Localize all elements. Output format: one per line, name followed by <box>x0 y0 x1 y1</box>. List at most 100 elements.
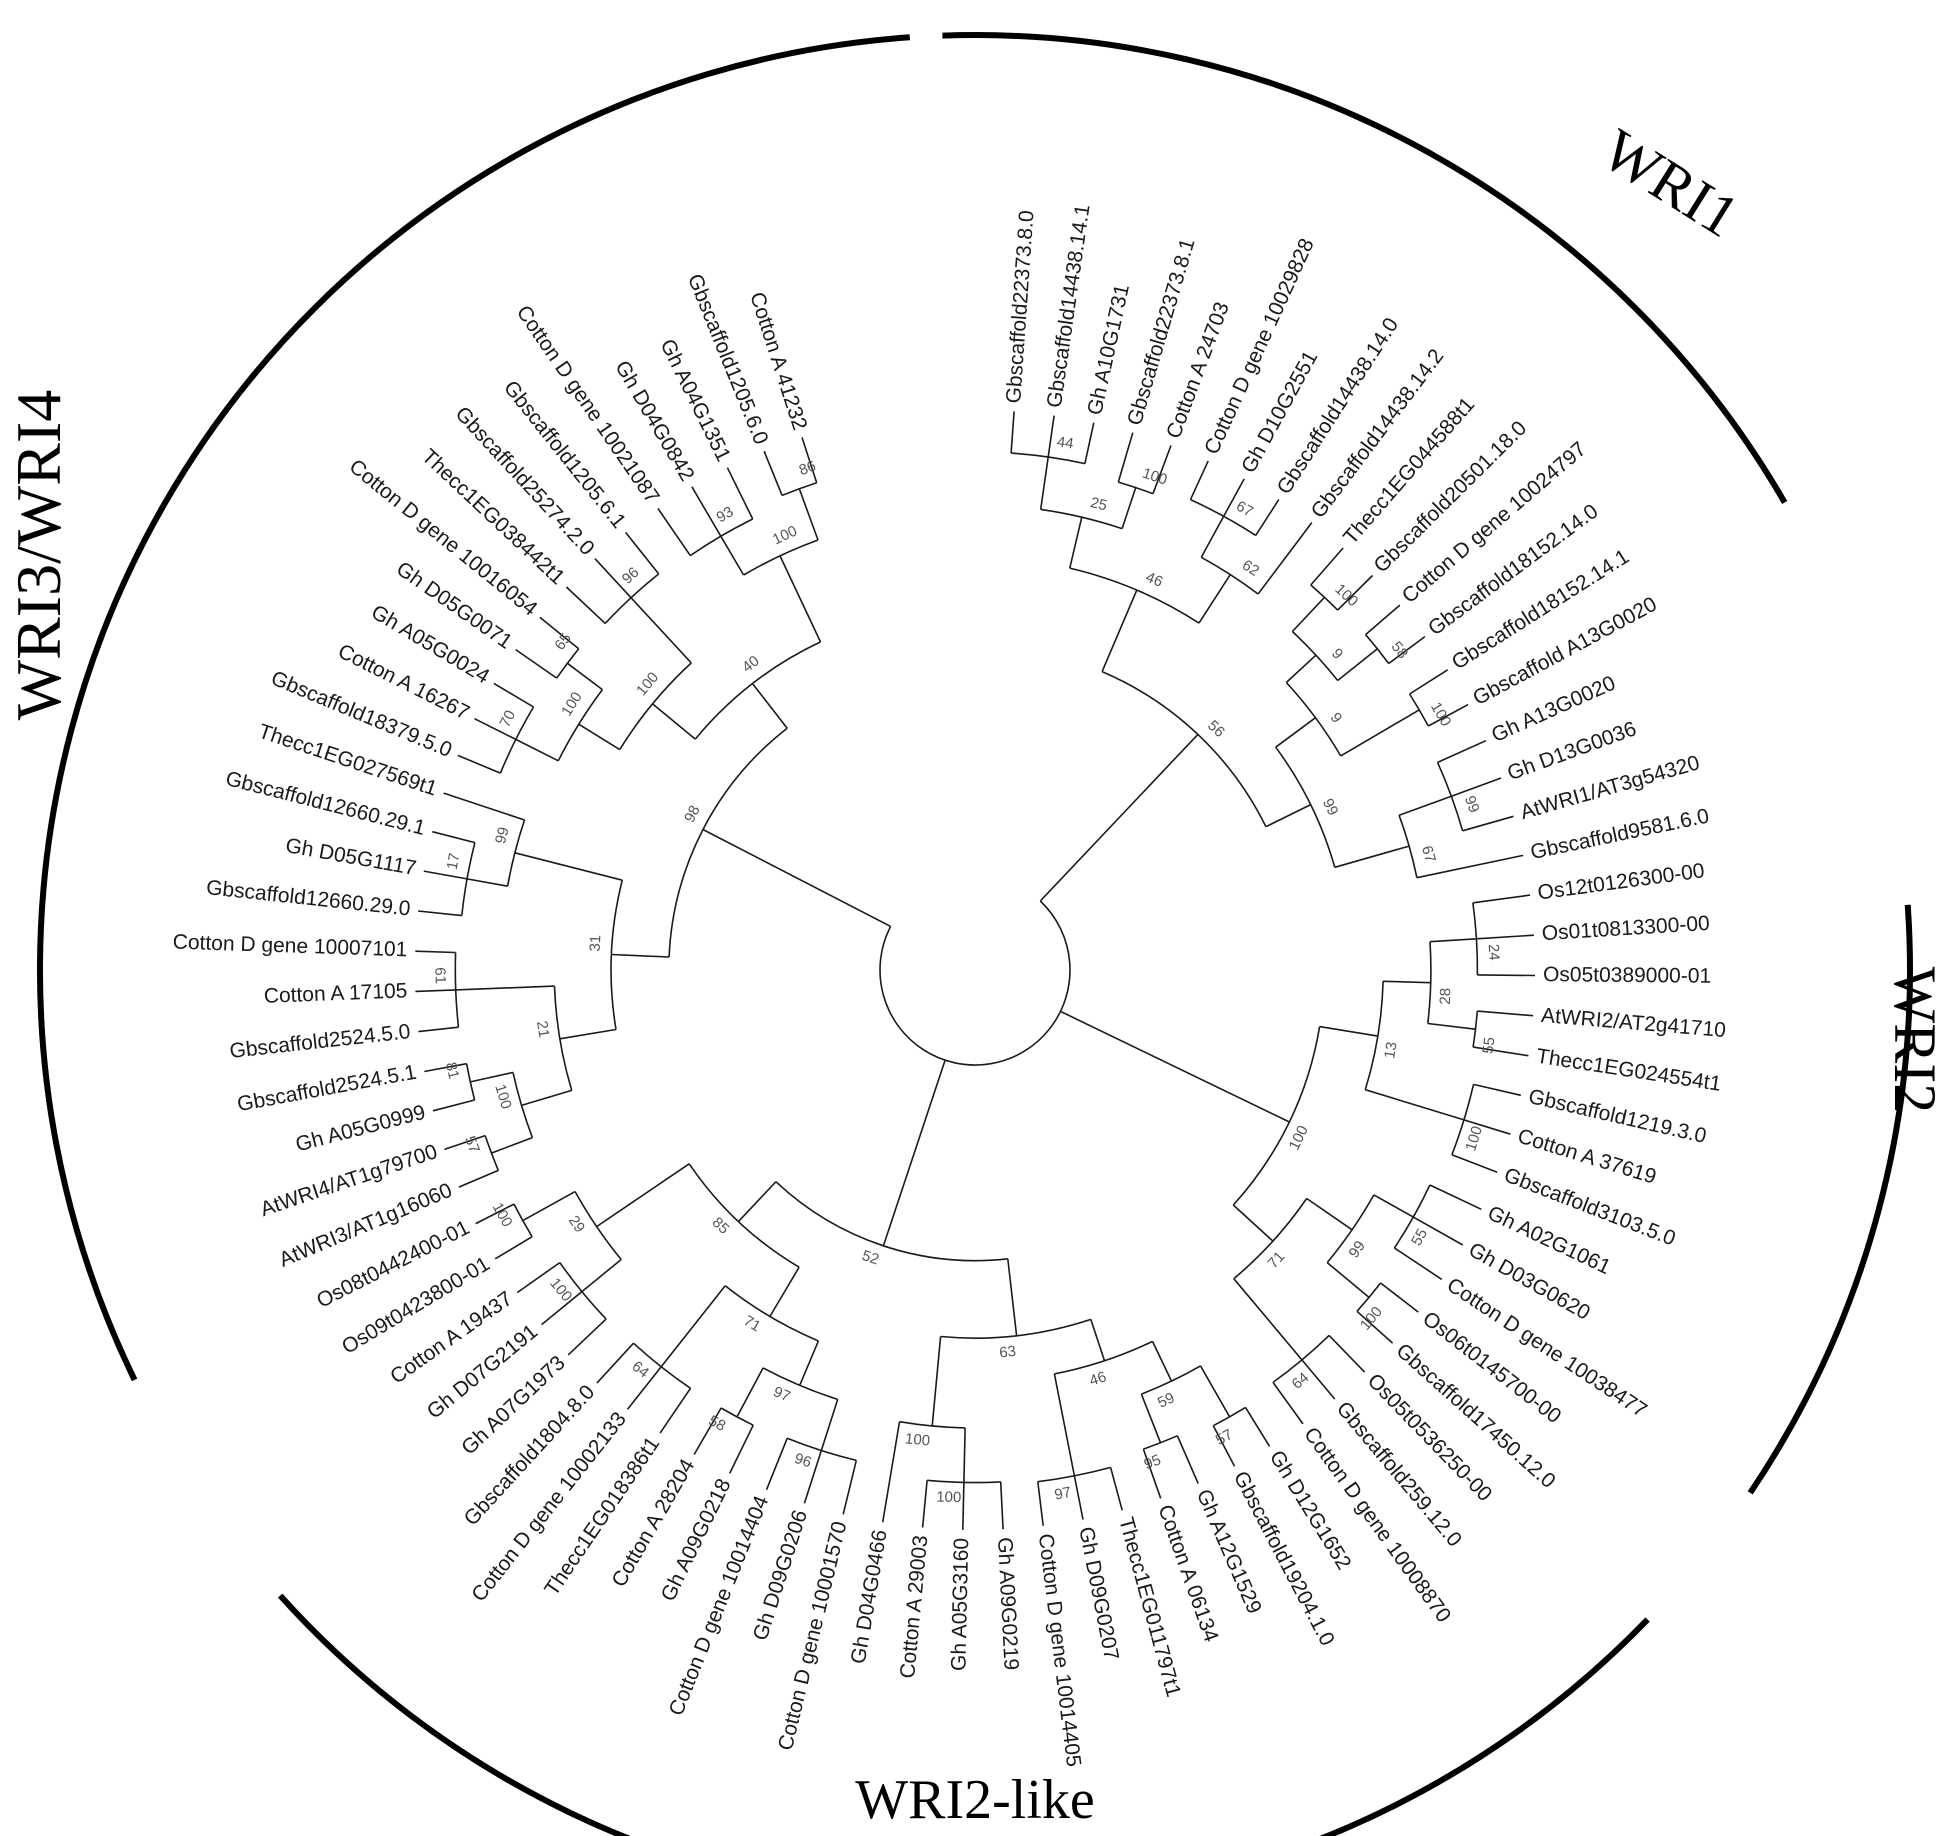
branch <box>1374 1195 1413 1217</box>
branch <box>1234 1279 1302 1360</box>
branch <box>883 1060 945 1246</box>
branch-arc <box>1118 482 1153 494</box>
branch-arc <box>557 649 579 678</box>
branch <box>1474 1084 1521 1095</box>
bootstrap-value: 59 <box>1155 1389 1177 1412</box>
branch <box>1329 1335 1365 1372</box>
bootstrap-value: 97 <box>771 1383 793 1405</box>
branch <box>1246 1407 1270 1446</box>
branch <box>1102 590 1137 672</box>
branch <box>1307 1199 1352 1230</box>
branch <box>1430 1185 1481 1209</box>
branch <box>516 739 559 760</box>
leaf-labels: Gbscaffold22373.8.0Gbscaffold14438.14.1G… <box>172 203 1726 1768</box>
bootstrap-value: 61 <box>431 967 449 984</box>
branch <box>424 871 467 879</box>
branch <box>1452 1155 1497 1173</box>
leaf-label: Gbscaffold14438.14.1 <box>1043 203 1095 409</box>
branch <box>1320 1027 1378 1037</box>
branch <box>522 1090 572 1105</box>
branch <box>1111 1467 1123 1510</box>
bootstrap-value: 97 <box>1053 1484 1073 1504</box>
branch <box>418 911 462 916</box>
branch <box>1341 710 1420 756</box>
branch <box>415 990 455 992</box>
bootstrap-value: 29 <box>565 1213 588 1236</box>
branch <box>1040 734 1198 901</box>
branch <box>1286 655 1316 682</box>
branch <box>703 830 891 927</box>
clade-label-wri2: WRI2 <box>1882 967 1948 1114</box>
bootstrap-value: 55 <box>1480 1036 1499 1055</box>
bootstrap-value: 31 <box>587 934 605 951</box>
bootstrap-value: 67 <box>1233 498 1256 521</box>
bootstrap-value: 71 <box>741 1312 764 1335</box>
branch <box>1201 1366 1230 1417</box>
branch <box>1070 517 1082 568</box>
branch <box>1477 1011 1533 1016</box>
bootstrap-value: 67 <box>1418 844 1439 865</box>
branch <box>721 536 744 575</box>
bootstrap-value: 55 <box>1408 1226 1431 1249</box>
branch <box>432 832 475 843</box>
bootstrap-value: 100 <box>1331 581 1361 611</box>
bootstrap-value: 99 <box>1345 1238 1368 1261</box>
branch <box>1311 548 1343 585</box>
branch <box>631 598 691 663</box>
branch <box>568 1319 606 1355</box>
bootstrap-value: 100 <box>936 1489 961 1507</box>
branch <box>516 650 557 679</box>
branch <box>579 724 620 749</box>
bootstrap-value: 100 <box>1286 1123 1312 1153</box>
branch <box>800 1341 819 1385</box>
branch <box>458 755 501 773</box>
branch <box>770 1267 799 1316</box>
branch <box>433 1100 475 1111</box>
branch <box>1410 670 1448 694</box>
leaf-label: Cotton A 17105 <box>263 979 407 1007</box>
clade-label-wri3-wri4: WRI3/WRI4 <box>3 390 74 721</box>
bootstrap-value: 46 <box>1087 1368 1108 1389</box>
bootstrap-value: 71 <box>1265 1248 1289 1272</box>
bootstrap-value: 99 <box>492 825 513 845</box>
branch <box>1292 597 1324 631</box>
bootstrap-values: 5646254410062679999100581006799100132824… <box>431 433 1503 1506</box>
branch-arc <box>485 1136 498 1171</box>
bootstrap-value: 100 <box>1462 1124 1486 1153</box>
branch <box>932 1337 940 1427</box>
bootstrap-value: 100 <box>489 1200 516 1230</box>
branch-arc <box>514 1204 532 1237</box>
leaf-label: Os01t0813300-00 <box>1541 912 1710 945</box>
leaf-label: Gh A10G1731 <box>1083 282 1134 417</box>
bootstrap-value: 99 <box>1461 794 1483 816</box>
branch <box>582 1260 621 1292</box>
leaf-label: Os06t0145700-00 <box>1418 1307 1565 1428</box>
branch <box>1074 1476 1083 1520</box>
tree-branches <box>415 411 1535 1530</box>
bootstrap-value: 57 <box>1213 1426 1236 1449</box>
branch <box>1153 1341 1172 1381</box>
branch <box>780 556 821 642</box>
bootstrap-value: 13 <box>1381 1041 1400 1060</box>
branch <box>963 1483 964 1530</box>
leaf-label: Thecc1EG024554t1 <box>1535 1045 1723 1096</box>
leaf-label: Cotton A 29003 <box>896 1534 932 1679</box>
branch <box>767 1438 788 1490</box>
bootstrap-value: 21 <box>533 1020 552 1039</box>
bootstrap-value: 96 <box>792 1450 813 1471</box>
branch <box>1118 433 1133 482</box>
leaf-label: Gh A09G0219 <box>993 1537 1023 1671</box>
branch <box>1276 718 1316 748</box>
bootstrap-value: 100 <box>904 1430 931 1449</box>
branch <box>730 1425 754 1473</box>
branch <box>1463 816 1514 831</box>
clade-label-wri1: WRI1 <box>1591 116 1750 250</box>
bootstrap-value: 17 <box>444 852 464 871</box>
branch <box>418 1027 458 1031</box>
branch <box>1399 796 1451 815</box>
bootstrap-value: 99 <box>1319 796 1342 818</box>
branch <box>566 587 605 623</box>
branch <box>843 1460 856 1514</box>
branch <box>1085 423 1094 464</box>
branch <box>1256 500 1279 536</box>
